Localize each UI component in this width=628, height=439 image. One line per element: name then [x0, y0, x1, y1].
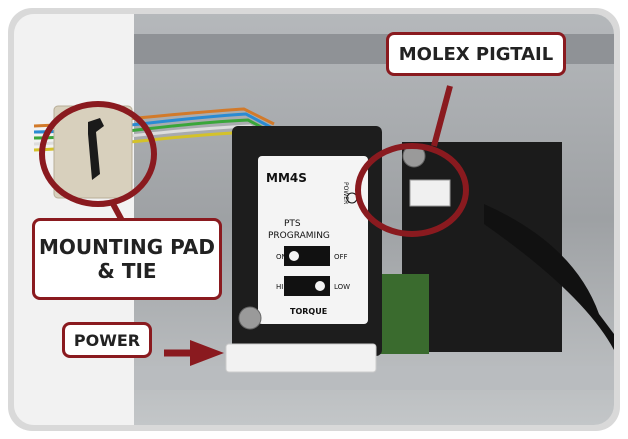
switch-knob-1	[289, 251, 299, 261]
screw-bottom-icon	[238, 306, 262, 330]
label-low: LOW	[334, 283, 350, 291]
switch-on-off	[284, 246, 330, 266]
label-mounting-pad: MOUNTING PAD & TIE	[32, 218, 222, 300]
photo-illustration: MM4S POWER PTS PROGRAMING ON OFF HI LOW …	[14, 14, 614, 425]
callout-circle-mounting	[39, 101, 157, 207]
label-hi: HI	[276, 283, 283, 291]
leader-molex	[431, 85, 453, 147]
callout-circle-molex	[355, 143, 469, 237]
molex-connector	[409, 179, 451, 207]
power-marking: POWER	[342, 182, 349, 204]
label-molex-pigtail: MOLEX PIGTAIL	[386, 32, 566, 76]
black-cable	[484, 204, 614, 350]
label-molex-text: MOLEX PIGTAIL	[398, 43, 554, 65]
label-power: POWER	[62, 322, 152, 358]
label-on: ON	[276, 253, 287, 261]
power-arrow-icon	[190, 340, 224, 366]
switch-knob-2	[315, 281, 325, 291]
label-torque: TORQUE	[290, 307, 327, 316]
pts-line2: PROGRAMING	[268, 231, 330, 241]
label-mounting-line2: & TIE	[97, 259, 157, 283]
switch-hi-low	[284, 276, 330, 296]
label-mounting-line1: MOUNTING PAD	[39, 235, 215, 259]
label-off: OFF	[334, 253, 348, 261]
product-photo: MM4S POWER PTS PROGRAMING ON OFF HI LOW …	[14, 14, 614, 425]
model-text: MM4S	[266, 171, 307, 185]
zip-tie	[88, 118, 104, 180]
power-plug	[225, 343, 377, 373]
label-power-text: POWER	[73, 330, 141, 350]
pts-line1: PTS	[284, 219, 301, 229]
